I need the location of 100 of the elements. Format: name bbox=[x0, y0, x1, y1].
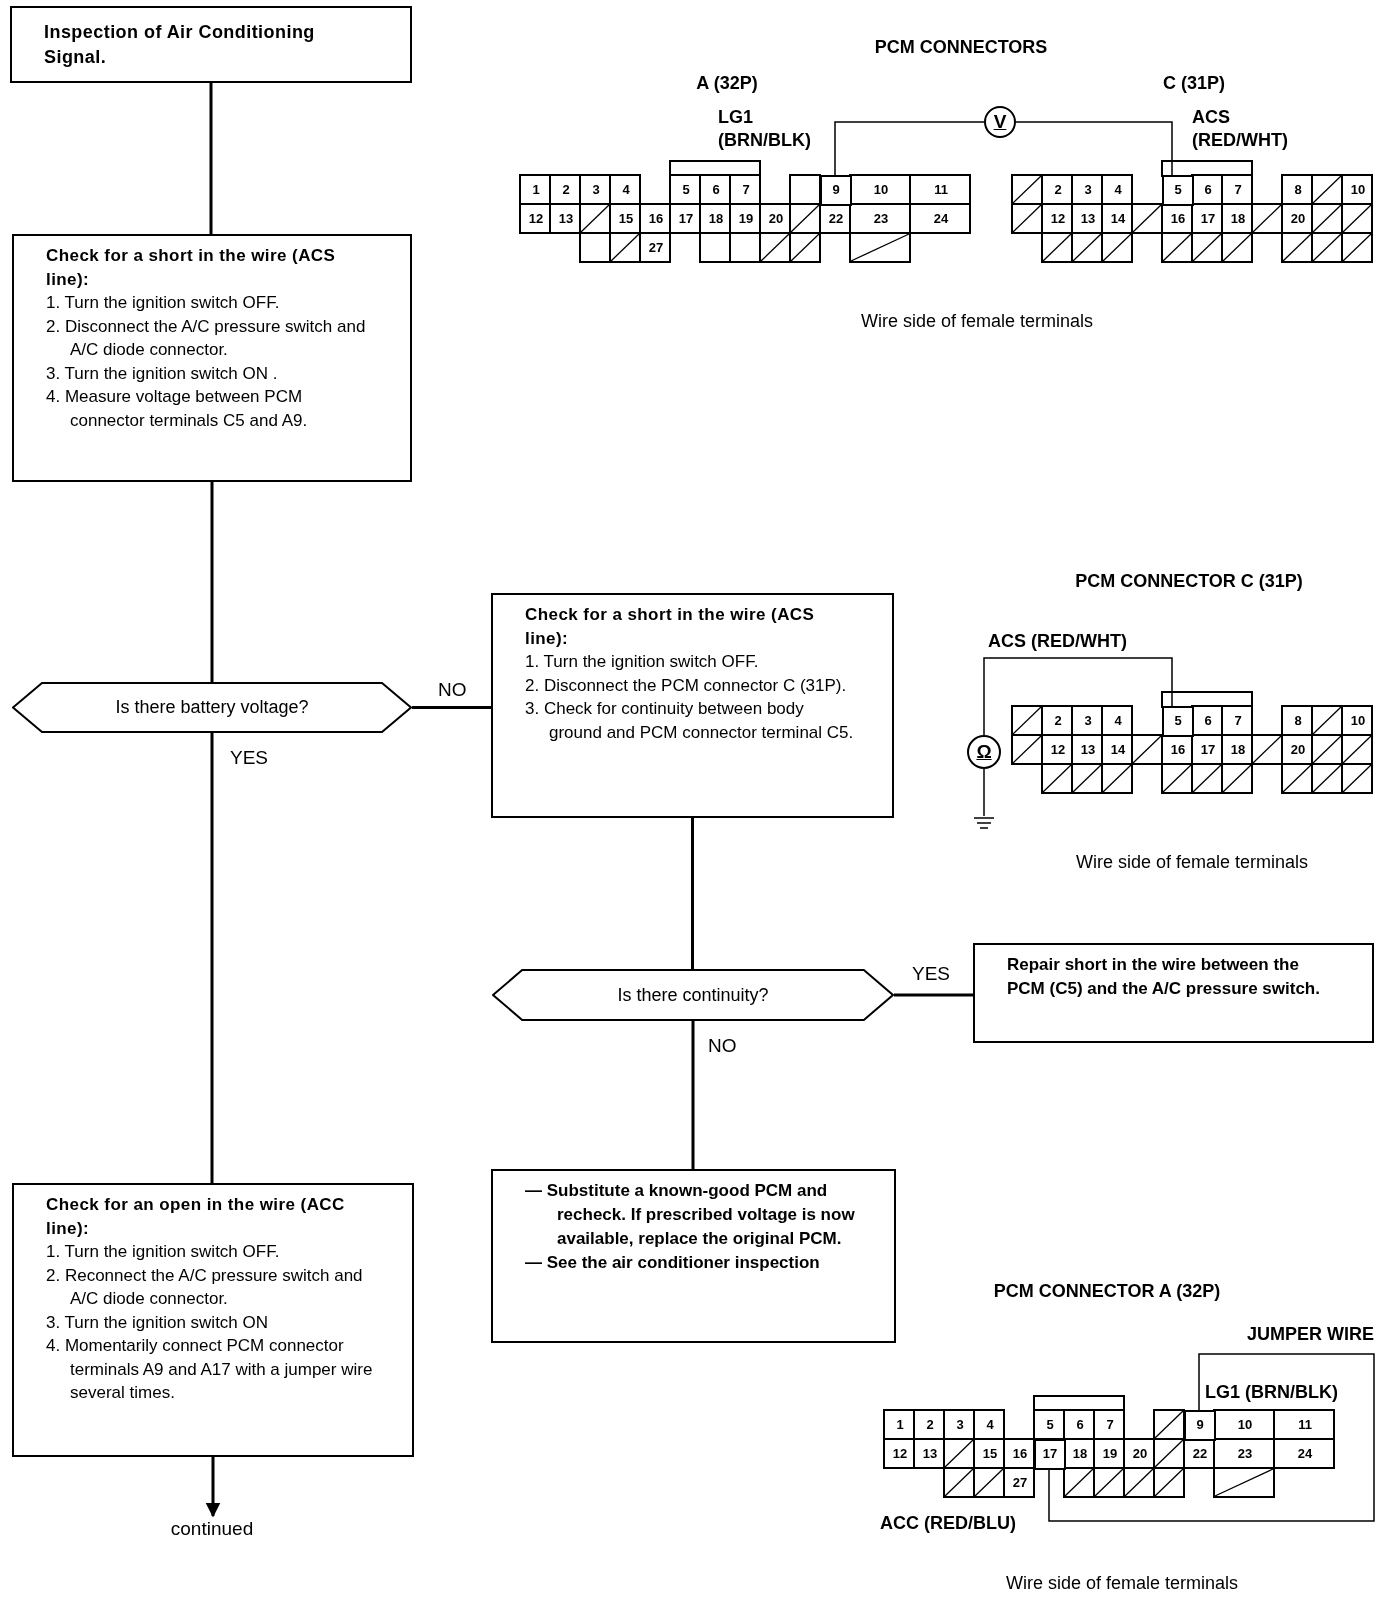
box-text: — Substitute a known-good PCM and recheck. If prescribed voltage is now available, replace the original PCM. bbox=[525, 1180, 856, 1250]
pin-number: 19 bbox=[737, 212, 755, 225]
diagram-label: Wire side of female terminals bbox=[859, 310, 1095, 333]
pin-number: 12 bbox=[527, 212, 545, 225]
connector-line bbox=[210, 733, 214, 1183]
pin-number: 23 bbox=[872, 212, 890, 225]
wire bbox=[983, 657, 1173, 736]
box-title: Inspection of Air Conditioning Signal. bbox=[44, 21, 316, 69]
decision-text: Is there battery voltage? bbox=[115, 696, 309, 719]
diagram-label: Wire side of female terminals bbox=[1074, 851, 1310, 874]
process-box bbox=[10, 6, 412, 83]
pin-number: 3 bbox=[591, 183, 601, 196]
pin-number: 14 bbox=[1109, 212, 1127, 225]
diagram-label: PCM CONNECTOR C (31P) bbox=[1074, 570, 1304, 593]
pin-number: 24 bbox=[932, 212, 950, 225]
pin-number: 6 bbox=[1203, 183, 1213, 196]
pin-number: 15 bbox=[617, 212, 635, 225]
terminal-cell: 5 bbox=[1162, 175, 1194, 206]
pin-number: 4 bbox=[985, 1418, 995, 1431]
process-box bbox=[12, 234, 412, 482]
pin-number: 2 bbox=[1053, 183, 1063, 196]
step-text: 1. Turn the ignition switch OFF. bbox=[525, 651, 760, 673]
decision-diamond bbox=[12, 682, 412, 733]
pin-number: 7 bbox=[741, 183, 751, 196]
process-box bbox=[491, 1169, 896, 1343]
pin-number: 27 bbox=[647, 241, 665, 254]
meter-symbol: Ω bbox=[967, 735, 1001, 769]
terminal-cell: 9 bbox=[1184, 1410, 1216, 1441]
pin-number: 5 bbox=[1045, 1418, 1055, 1431]
box-text: Repair short in the wire between the PCM (C5) and the A/C pressure switch. bbox=[1007, 954, 1321, 1000]
pin-number: 17 bbox=[1199, 212, 1217, 225]
pin-number: 22 bbox=[827, 212, 845, 225]
pin-number: 11 bbox=[933, 183, 949, 196]
pin-number: 22 bbox=[1191, 1447, 1209, 1460]
diagram-label: ACC (RED/BLU) bbox=[880, 1512, 1017, 1535]
terminal-cell: 9 bbox=[820, 175, 852, 206]
wire bbox=[983, 768, 985, 817]
connector-line bbox=[691, 818, 694, 969]
step-heading: Check for a short in the wire (ACS line): bbox=[525, 604, 816, 650]
pin-number: 17 bbox=[677, 212, 695, 225]
diagram-label: ACS (RED/WHT) bbox=[988, 630, 1128, 653]
pin-number: 20 bbox=[1131, 1447, 1149, 1460]
pin-number: 11 bbox=[1297, 1418, 1313, 1431]
process-box bbox=[973, 943, 1374, 1043]
pin-number: 2 bbox=[561, 183, 571, 196]
pin-number: 10 bbox=[872, 183, 890, 196]
pin-number: 14 bbox=[1109, 743, 1127, 756]
step-text: 1. Turn the ignition switch OFF. bbox=[46, 1241, 281, 1263]
pin-number: 12 bbox=[1049, 743, 1067, 756]
pin-number: 10 bbox=[1349, 714, 1367, 727]
pin-number: 18 bbox=[1229, 212, 1247, 225]
pin-number: 7 bbox=[1233, 183, 1243, 196]
pin-number: 5 bbox=[681, 183, 691, 196]
diagram-label: A (32P) bbox=[695, 72, 759, 95]
pin-number: 10 bbox=[1349, 183, 1367, 196]
pin-number: 3 bbox=[955, 1418, 965, 1431]
pin-number: 4 bbox=[1113, 714, 1123, 727]
pin-number: 12 bbox=[891, 1447, 909, 1460]
decision-diamond bbox=[492, 969, 894, 1021]
pin-number: 13 bbox=[1079, 743, 1097, 756]
pin-number: 23 bbox=[1236, 1447, 1254, 1460]
step-text: 1. Turn the ignition switch OFF. bbox=[46, 292, 281, 314]
diagram-label: JUMPER WIRE bbox=[1246, 1323, 1374, 1346]
pin-number: 10 bbox=[1236, 1418, 1254, 1431]
step-text: 2. Disconnect the PCM connector C (31P). bbox=[525, 674, 848, 697]
pin-number: 16 bbox=[647, 212, 665, 225]
diagram-label: LG1 (BRN/BLK) bbox=[718, 106, 812, 152]
pin-number: 20 bbox=[1289, 743, 1307, 756]
pin-number: 15 bbox=[981, 1447, 999, 1460]
pin-number: 7 bbox=[1233, 714, 1243, 727]
terminal-cell: 5 bbox=[1162, 706, 1194, 737]
wire bbox=[1015, 121, 1173, 176]
connector-line bbox=[691, 1021, 695, 1169]
pin-number: 12 bbox=[1049, 212, 1067, 225]
step-text: 3. Turn the ignition switch ON bbox=[46, 1311, 270, 1334]
terminal-cell: 17 bbox=[1034, 1439, 1066, 1470]
pin-number: 20 bbox=[767, 212, 785, 225]
connector-line bbox=[205, 1457, 221, 1518]
pin-number: 16 bbox=[1169, 743, 1187, 756]
step-text: 3. Turn the ignition switch ON . bbox=[46, 362, 279, 385]
wire bbox=[1048, 1353, 1375, 1522]
pin-number: 19 bbox=[1101, 1447, 1119, 1460]
step-text: 2. Disconnect the A/C pressure switch and A/C diode connector. bbox=[46, 315, 367, 361]
pin-number: 13 bbox=[1079, 212, 1097, 225]
step-text: 4. Momentarily connect PCM connector terminals A9 and A17 with a jumper wire several times. bbox=[46, 1335, 374, 1404]
diagram-label: PCM CONNECTOR A (32P) bbox=[992, 1280, 1222, 1303]
box-text: — See the air conditioner inspection bbox=[525, 1252, 821, 1274]
step-text: 2. Reconnect the A/C pressure switch and A/C diode connector. bbox=[46, 1264, 364, 1310]
pin-number: 4 bbox=[621, 183, 631, 196]
diagram-label: PCM CONNECTORS bbox=[873, 36, 1049, 59]
pin-number: 20 bbox=[1289, 212, 1307, 225]
diagram-label: C (31P) bbox=[1162, 72, 1226, 95]
pin-number: 18 bbox=[707, 212, 725, 225]
pin-number: 6 bbox=[711, 183, 721, 196]
pin-number: 27 bbox=[1011, 1476, 1029, 1489]
connector-line bbox=[209, 83, 213, 234]
pin-number: 18 bbox=[1229, 743, 1247, 756]
wire bbox=[834, 121, 985, 176]
pin-number: 6 bbox=[1075, 1418, 1085, 1431]
pin-number: 3 bbox=[1083, 183, 1093, 196]
